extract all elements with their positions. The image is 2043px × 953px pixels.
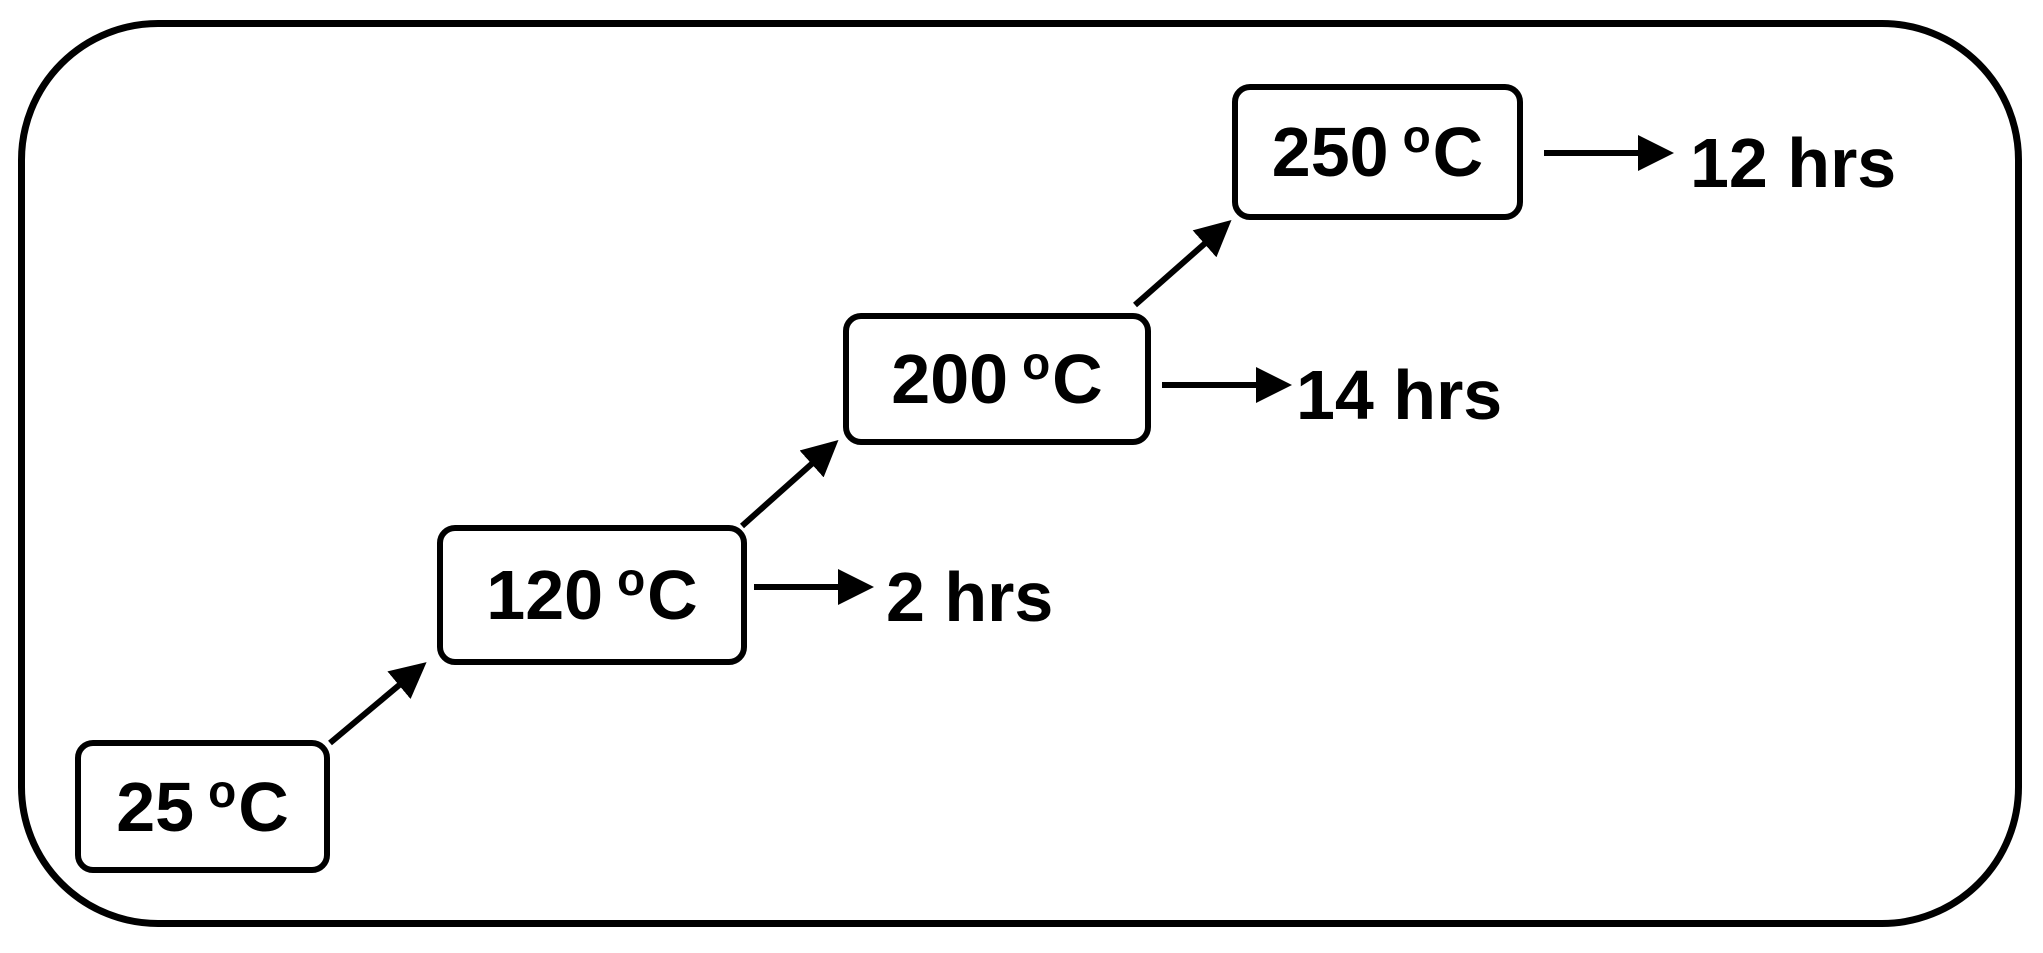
duration-label-250: 12 hrs (1690, 124, 1897, 202)
temperature-value: 200 (891, 340, 1009, 418)
temperature-unit: C (1432, 113, 1484, 191)
degree-symbol: o (1022, 337, 1051, 389)
temperature-box-120: 120 o C (437, 525, 747, 665)
duration-label-120: 2 hrs (886, 558, 1054, 636)
duration-label-200: 14 hrs (1296, 356, 1503, 434)
step-arrow-120-to-200 (740, 440, 839, 529)
temperature-value: 25 (116, 767, 195, 846)
degree-symbol: o (208, 764, 237, 817)
degree-symbol: o (617, 553, 646, 605)
temperature-value: 120 (486, 556, 604, 634)
outer-frame (18, 20, 2022, 927)
degree-symbol: o (1402, 110, 1431, 162)
temperature-value: 250 (1271, 113, 1389, 191)
temperature-unit: C (238, 767, 289, 846)
temperature-box-25: 25 o C (75, 740, 330, 873)
temperature-box-200: 200 o C (843, 313, 1151, 445)
temperature-box-250: 250 o C (1232, 84, 1523, 220)
step-arrow-200-to-250 (1133, 220, 1232, 308)
temperature-unit: C (647, 556, 698, 634)
step-arrow-25-to-120 (328, 662, 427, 746)
temperature-unit: C (1052, 340, 1103, 418)
